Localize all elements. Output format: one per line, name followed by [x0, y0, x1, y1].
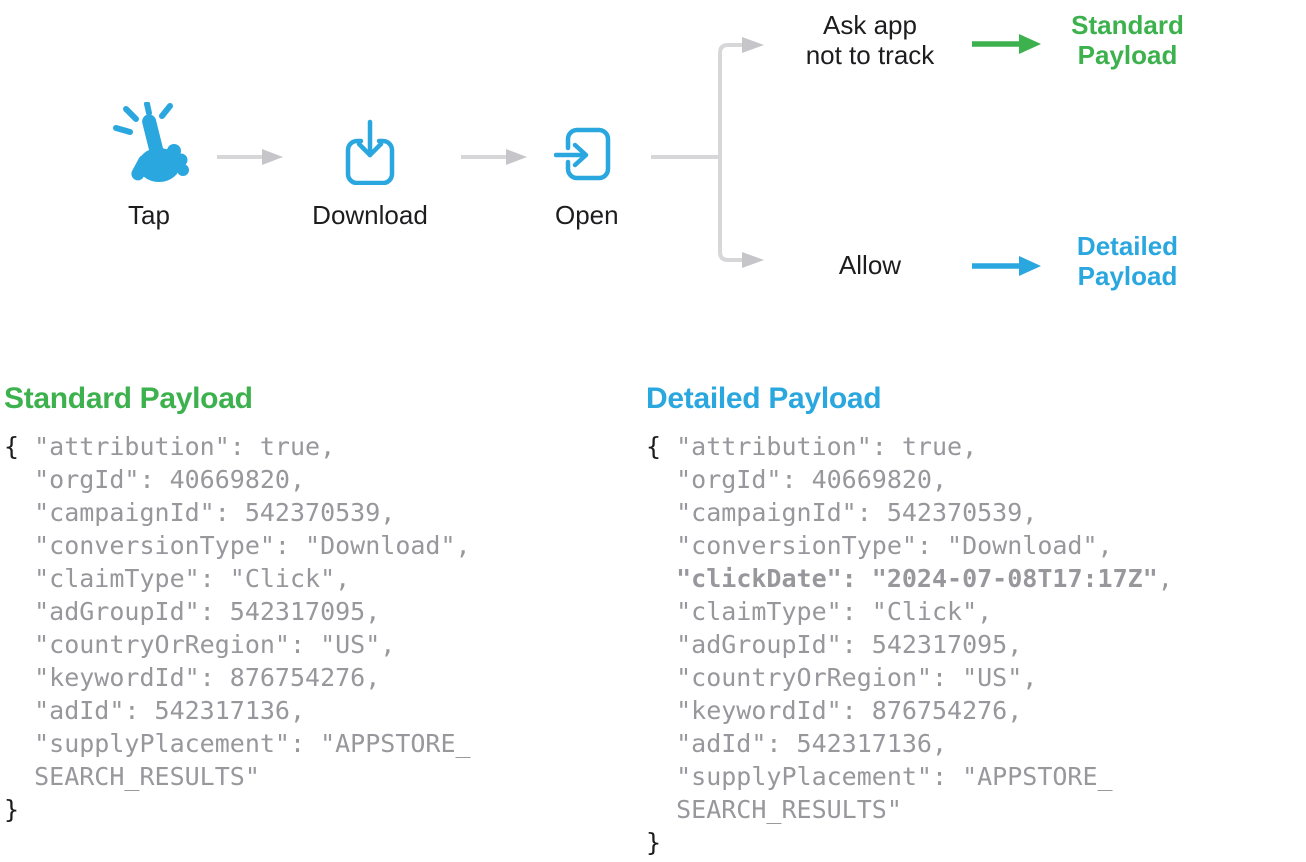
code-line: "orgId": 40669820, [4, 465, 306, 494]
code-line: "claimType": "Click", [646, 597, 993, 626]
download-tray-icon [345, 119, 395, 185]
code-line: "adGroupId": 542317095, [646, 630, 1023, 659]
code-line: "campaignId": 542370539, [4, 498, 396, 527]
code-line: "keywordId": 876754276, [4, 663, 381, 692]
code-line: "countryOrRegion": "US", [4, 630, 396, 659]
detailed-payload-code: { "attribution": true, "orgId": 40669820… [646, 430, 1173, 859]
step-label-tap: Tap [128, 200, 170, 230]
branch-condition-ask-not-to-track: Ask app not to track [805, 10, 935, 70]
standard-payload-code: { "attribution": true, "orgId": 40669820… [4, 430, 471, 826]
detailed-payload-title: Detailed Payload [646, 382, 882, 415]
flow-arrow-icon [461, 149, 527, 165]
code-line: "supplyPlacement": "APPSTORE_ [646, 762, 1113, 791]
branch-arrowhead-bottom [742, 252, 764, 268]
green-arrow-icon [972, 34, 1041, 54]
code-line: { "attribution": true, [4, 432, 336, 461]
step-label-download: Download [312, 200, 428, 230]
branch-result-standard-payload: Standard Payload [1071, 10, 1184, 70]
code-line: "adGroupId": 542317095, [4, 597, 381, 626]
tap-hand-icon [113, 102, 189, 182]
code-line: } [646, 828, 662, 857]
code-line: SEARCH_RESULTS" [646, 795, 902, 824]
branch-connector [651, 37, 764, 268]
flow-arrow-icon [217, 149, 283, 165]
branch-condition-allow: Allow [838, 250, 902, 280]
code-line: "clickDate": "2024-07-08T17:17Z", [676, 564, 1173, 593]
code-line: "claimType": "Click", [4, 564, 351, 593]
branch-result-detailed-payload: Detailed Payload [1076, 231, 1179, 291]
code-line: } [4, 795, 20, 824]
blue-arrow-icon [972, 256, 1041, 276]
code-line: "countryOrRegion": "US", [646, 663, 1038, 692]
code-line: "keywordId": 876754276, [646, 696, 1023, 725]
standard-payload-title: Standard Payload [4, 382, 253, 415]
code-line: { "attribution": true, [646, 432, 978, 461]
code-line: "supplyPlacement": "APPSTORE_ [4, 729, 471, 758]
code-line: "conversionType": "Download", [646, 531, 1113, 560]
code-line: "adId": 542317136, [4, 696, 306, 725]
code-line: "conversionType": "Download", [4, 531, 471, 560]
open-app-icon [554, 127, 611, 181]
step-label-open: Open [555, 200, 619, 230]
code-line: "adId": 542317136, [646, 729, 948, 758]
code-line: SEARCH_RESULTS" [4, 762, 260, 791]
code-line: "campaignId": 542370539, [646, 498, 1038, 527]
branch-arrowhead-top [742, 37, 764, 53]
code-line: "orgId": 40669820, [646, 465, 948, 494]
